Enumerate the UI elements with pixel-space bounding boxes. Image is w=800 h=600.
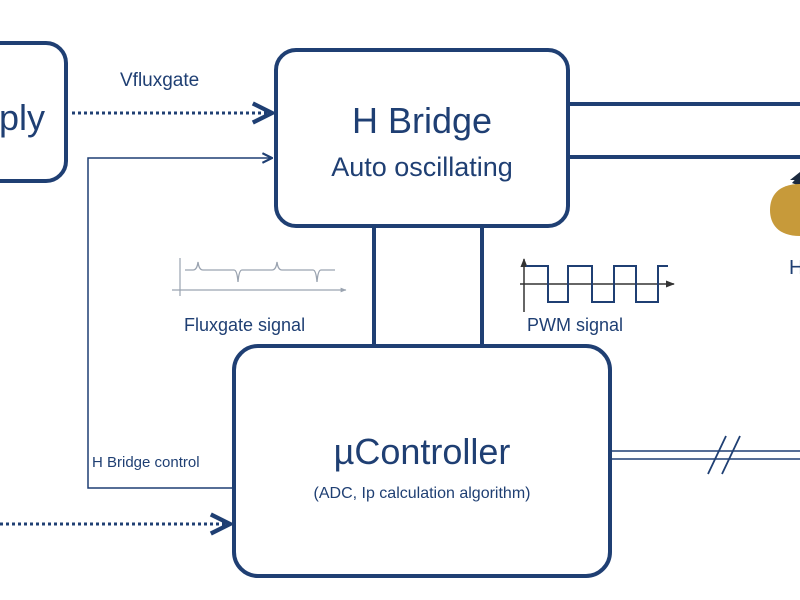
pwm-signal-label: PWM signal — [527, 315, 623, 335]
h-bridge-subtitle: Auto oscillating — [331, 152, 513, 182]
sensor-label: H — [789, 257, 800, 279]
h-bridge-control-line — [87, 158, 272, 489]
sensor-body — [770, 184, 800, 236]
power-supply-block: ply — [0, 41, 68, 183]
controller-title: µController — [334, 431, 511, 472]
controller-output-bus — [610, 435, 800, 475]
h-bridge-output-wires — [568, 102, 800, 159]
controller-subtitle: (ADC, Ip calculation algorithm) — [314, 485, 531, 502]
sensor-partial: H — [770, 172, 800, 279]
h-bridge-block: H Bridge Auto oscillating — [274, 48, 570, 228]
bridge-controller-links — [372, 226, 484, 346]
pwm-signal-graph: PWM signal — [520, 258, 675, 335]
pwm-waveform — [526, 265, 668, 303]
vfluxgate-connection: Vfluxgate — [72, 70, 272, 113]
controller-block: µController (ADC, Ip calculation algorit… — [232, 344, 612, 578]
fluxgate-signal-graph: Fluxgate signal — [172, 258, 347, 335]
vfluxgate-label: Vfluxgate — [120, 70, 199, 91]
h-bridge-control-label: H Bridge control — [92, 454, 200, 471]
bus-break-mark-1 — [707, 435, 727, 475]
h-bridge-control-connection: H Bridge control — [87, 158, 272, 489]
h-bridge-title: H Bridge — [352, 100, 492, 141]
bus-break-mark-2 — [721, 435, 741, 475]
fluxgate-signal-label: Fluxgate signal — [184, 315, 305, 335]
power-supply-label: ply — [0, 97, 45, 138]
fluxgate-waveform — [185, 261, 335, 283]
